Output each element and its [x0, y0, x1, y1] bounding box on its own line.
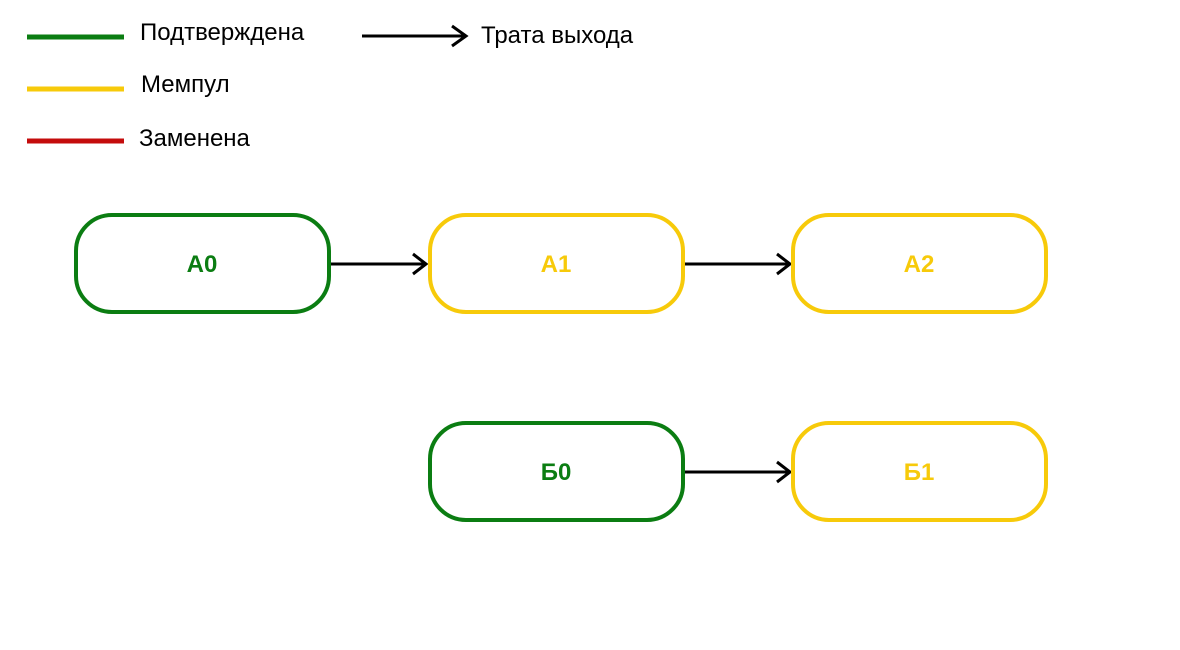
- node-a2-label: А2: [904, 251, 935, 278]
- nodes: А0 А1 А2 Б0 Б1: [74, 213, 1048, 522]
- legend-item-confirmed: Подтверждена: [27, 19, 305, 46]
- node-b1: Б1: [791, 421, 1048, 522]
- edges: [330, 252, 793, 484]
- legend-replaced-label: Заменена: [139, 125, 251, 152]
- node-b0: Б0: [428, 421, 685, 522]
- node-a0: А0: [74, 213, 331, 314]
- node-a2: А2: [791, 213, 1048, 314]
- legend-item-mempool: Мемпул: [27, 71, 230, 98]
- legend-item-spend: Трата выхода: [362, 22, 634, 49]
- legend-spend-label: Трата выхода: [481, 22, 634, 49]
- node-b0-label: Б0: [541, 459, 572, 486]
- legend-item-replaced: Заменена: [27, 125, 251, 152]
- node-a0-label: А0: [187, 251, 218, 278]
- node-b1-label: Б1: [904, 459, 935, 486]
- legend-spend-arrow-icon: [362, 24, 469, 48]
- edge-b0-b1: [684, 460, 793, 484]
- edge-a0-a1: [330, 252, 429, 276]
- legend-mempool-label: Мемпул: [141, 71, 230, 98]
- node-a1-label: А1: [541, 251, 572, 278]
- legend-confirmed-label: Подтверждена: [140, 19, 305, 46]
- legend: Подтверждена Мемпул Заменена Трата выход…: [27, 19, 634, 152]
- edge-a1-a2: [684, 252, 793, 276]
- node-a1: А1: [428, 213, 685, 314]
